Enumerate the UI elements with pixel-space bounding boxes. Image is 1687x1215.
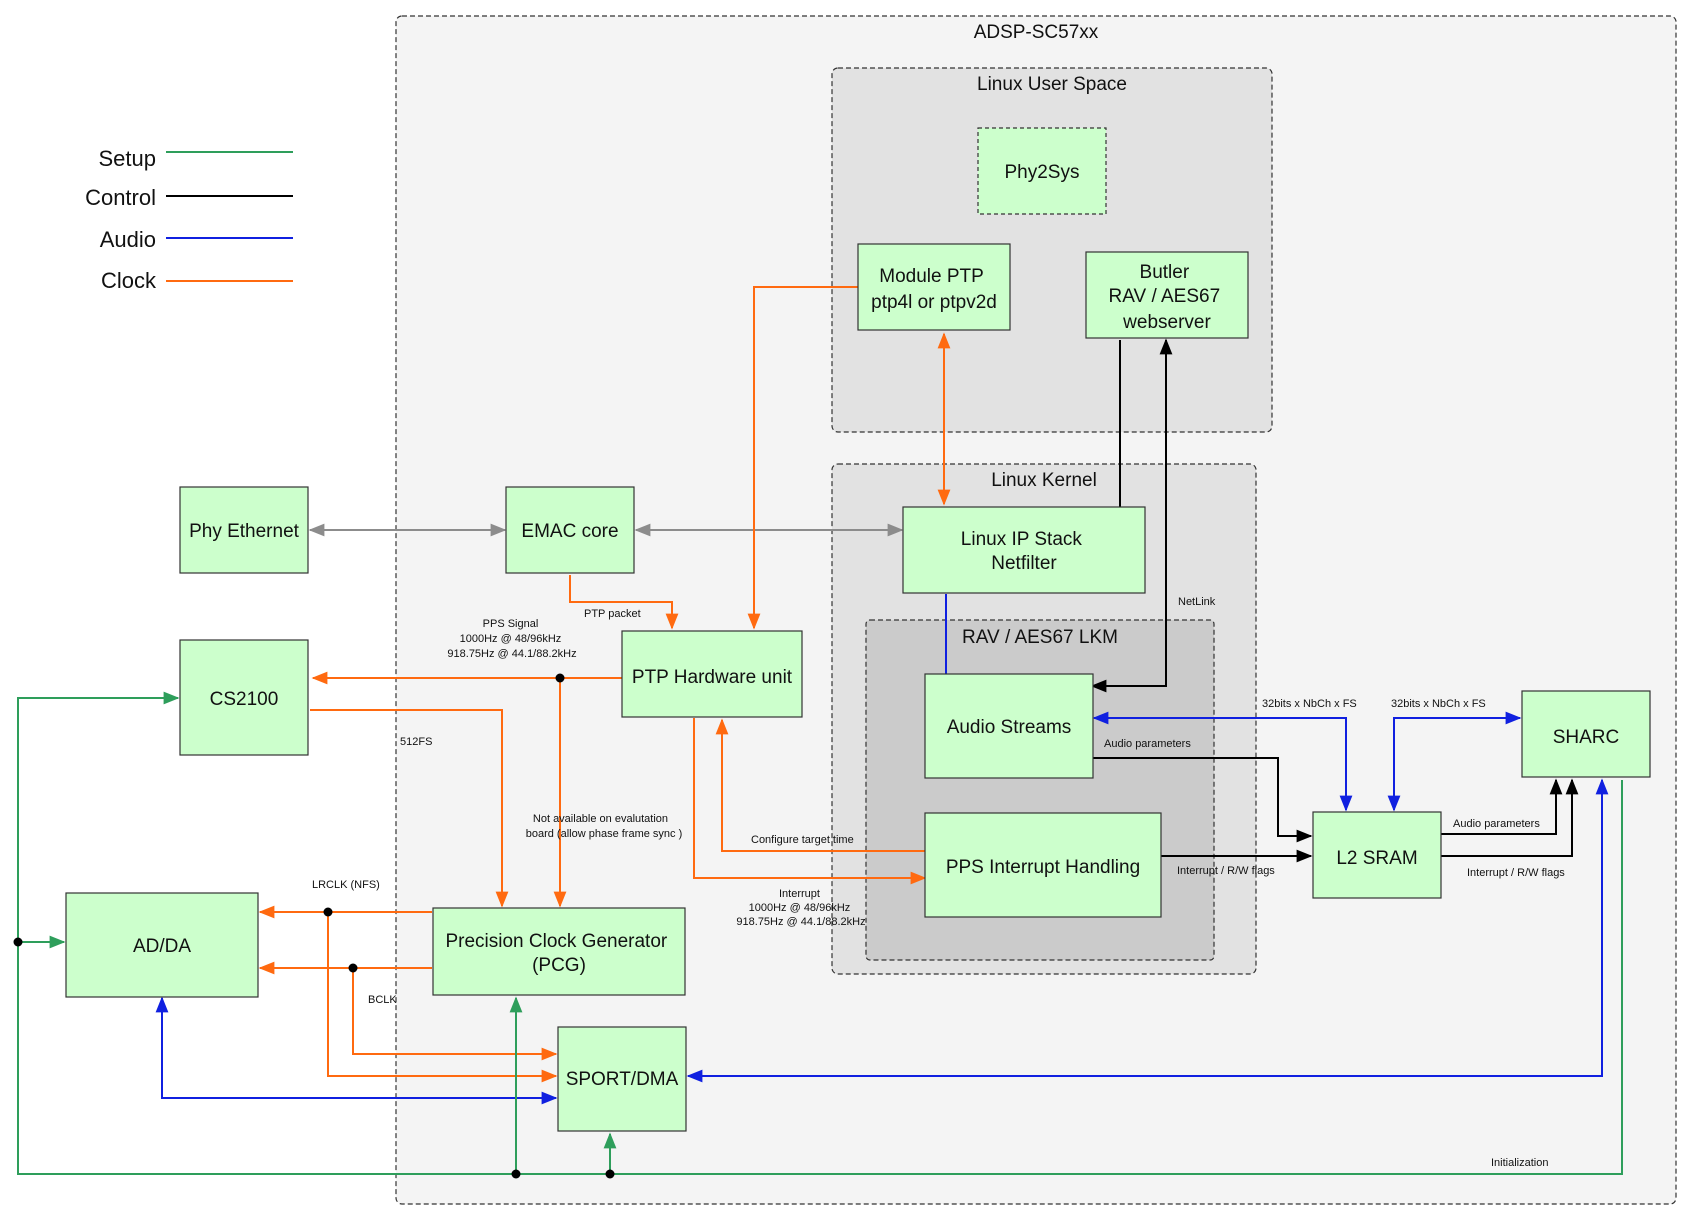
block-adda[interactable]: AD/DA [65,892,259,998]
conn-adda-sport [155,996,558,1105]
conn-sharc-sport [686,778,1609,1083]
block-phy-ethernet-text: Phy Ethernet [189,521,300,542]
block-sharc[interactable]: SHARC [1521,690,1651,778]
block-cs2100-text: CS2100 [210,689,279,710]
label-irq-flags-left: Interrupt / R/W flags [1177,865,1275,877]
label-ptp-packet: PTP packet [584,608,641,620]
block-module-ptp[interactable]: Module PTP ptp4l or ptpv2d [857,243,1011,331]
block-ptp-hardware-unit-text: PTP Hardware unit [632,667,793,688]
label-audio-params-left: Audio parameters [1104,738,1191,750]
block-pcg-text: Precision Clock Generator (PCG) [445,931,672,976]
block-l2-sram-text: L2 SRAM [1336,848,1417,869]
block-emac-core-text: EMAC core [521,521,618,542]
label-bclk: BCLK [368,994,397,1006]
block-cs2100[interactable]: CS2100 [179,639,309,756]
conn-moduleptp-ptphw [747,286,858,630]
chip-title: ADSP-SC57xx [974,22,1099,43]
block-linux-ip-stack-text: Linux IP Stack Netfilter [961,529,1087,574]
label-bits-left: 32bits x NbCh x FS [1262,698,1357,710]
block-emac-core[interactable]: EMAC core [505,486,635,574]
conn-emac-ptphw [569,575,679,630]
linux-kernel-title: Linux Kernel [991,470,1097,491]
junction-pps [555,673,565,683]
junction-bclk [348,963,358,973]
block-linux-ip-stack[interactable]: Linux IP Stack Netfilter [902,506,1146,594]
block-module-ptp-text: Module PTP ptp4l or ptpv2d [871,266,997,313]
block-phy-ethernet[interactable]: Phy Ethernet [179,486,309,574]
label-512fs: 512FS [400,736,432,748]
block-pps-interrupt-handling[interactable]: PPS Interrupt Handling [924,812,1162,918]
block-l2-sram[interactable]: L2 SRAM [1312,811,1442,899]
label-configure-target: Configure target time [751,834,854,846]
block-butler[interactable]: Butler RAV / AES67 webserver [1085,251,1249,339]
legend-control-label: Control [85,185,156,210]
connection-labels: PTP packet PPS Signal 1000Hz @ 48/96kHz … [312,596,1565,1169]
rav-lkm-title: RAV / AES67 LKM [962,627,1118,648]
block-adda-text: AD/DA [133,936,191,957]
junction-init-pcg [511,1169,521,1179]
block-butler-text: Butler RAV / AES67 webserver [1109,262,1226,333]
junction-init-sport [605,1169,615,1179]
block-sharc-text: SHARC [1553,727,1620,748]
block-audio-streams-text: Audio Streams [947,717,1072,738]
label-netlink: NetLink [1178,596,1216,608]
label-initialization: Initialization [1491,1157,1548,1169]
label-bits-right: 32bits x NbCh x FS [1391,698,1486,710]
block-phy2sys-text: Phy2Sys [1005,162,1080,183]
block-phy2sys[interactable]: Phy2Sys [977,127,1107,215]
label-interrupt: Interrupt 1000Hz @ 48/96kHz 918.75Hz @ 4… [736,888,865,928]
label-irq-flags-right: Interrupt / R/W flags [1467,867,1565,879]
junction-dots [13,673,615,1179]
label-pps-signal: PPS Signal 1000Hz @ 48/96kHz 918.75Hz @ … [447,618,576,660]
junction-init-left [13,937,23,947]
block-pps-interrupt-handling-text: PPS Interrupt Handling [946,857,1140,878]
legend-audio-label: Audio [100,227,156,252]
conn-initialization [17,691,1623,1175]
blocks: Phy2Sys Module PTP ptp4l or ptpv2d Butle… [65,127,1651,1132]
legend-setup-label: Setup [99,146,157,171]
conn-netlink [1090,338,1173,693]
block-sport-dma[interactable]: SPORT/DMA [557,1026,687,1132]
label-lrclk: LRCLK (NFS) [312,879,380,891]
linux-user-space-title: Linux User Space [977,74,1127,95]
block-sport-dma-text: SPORT/DMA [566,1069,679,1090]
label-audio-params-right: Audio parameters [1453,818,1540,830]
junction-lrclk [323,907,333,917]
legend: Setup Control Audio Clock [85,146,293,293]
conn-cs2100-pcg [310,709,509,908]
block-ptp-hardware-unit[interactable]: PTP Hardware unit [621,630,803,718]
connections [17,286,1623,1175]
block-audio-streams[interactable]: Audio Streams [924,673,1094,779]
block-pcg[interactable]: Precision Clock Generator (PCG) [432,907,686,996]
label-not-available: Not available on evalutation board (allo… [526,813,683,840]
legend-clock-label: Clock [101,268,157,293]
